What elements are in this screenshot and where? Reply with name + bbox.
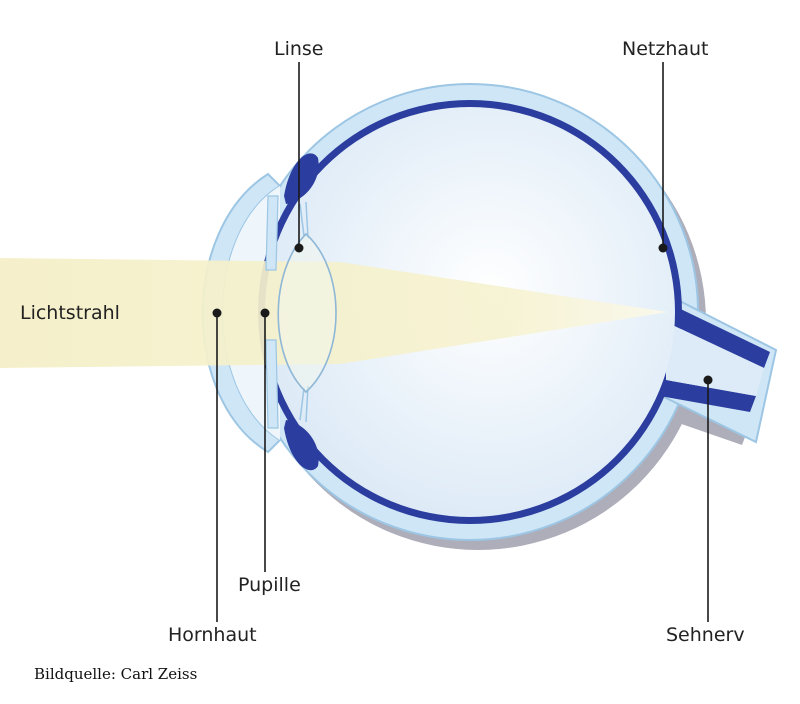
ciliary-body-upper xyxy=(284,153,319,204)
optic-nerve-upper-band xyxy=(666,302,770,368)
iris-upper xyxy=(265,195,279,271)
lens xyxy=(277,232,337,394)
iris-lower xyxy=(265,339,279,429)
optic-nerve-core xyxy=(666,322,764,396)
dot-cornea xyxy=(212,308,222,318)
label-retina: Netzhaut xyxy=(622,38,709,60)
dot-retina xyxy=(658,243,668,253)
dot-optic-nerve xyxy=(703,375,713,385)
zonule-lower xyxy=(299,385,309,423)
leader-dots xyxy=(212,243,713,385)
label-light-beam: Lichtstrahl xyxy=(20,302,120,324)
label-pupil: Pupille xyxy=(238,574,301,596)
image-credit: Bildquelle: Carl Zeiss xyxy=(34,665,198,683)
label-optic-nerve: Sehnerv xyxy=(666,624,745,646)
leader-lines xyxy=(216,62,709,622)
dot-lens xyxy=(294,243,304,253)
ciliary-body-lower xyxy=(284,420,319,471)
label-cornea: Hornhaut xyxy=(168,624,257,646)
zonule-upper xyxy=(299,201,309,239)
dot-pupil xyxy=(260,308,270,318)
label-lens: Linse xyxy=(274,38,324,60)
